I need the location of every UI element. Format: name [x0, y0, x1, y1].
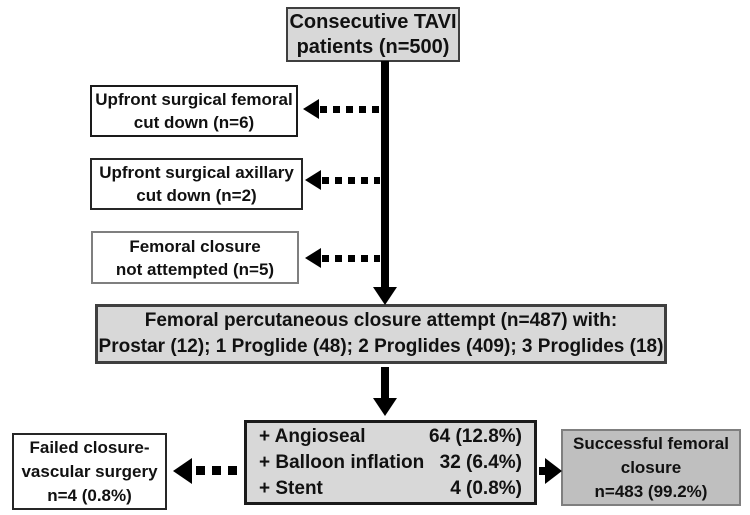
- arrow-mid-down-stem: [381, 367, 389, 400]
- box-failed-closure-vascular-surgery: Failed closure- vascular surgery n=4 (0.…: [12, 433, 167, 510]
- adjunct-row-angioseal: + Angioseal 64 (12.8%): [259, 424, 522, 450]
- box-upfront-surgical-axillary-cutdown: Upfront surgical axillary cut down (n=2): [90, 158, 303, 210]
- box-adjunctive-treatments: + Angioseal 64 (12.8%) + Balloon inflati…: [244, 420, 537, 505]
- adjunct-label: + Balloon inflation: [259, 451, 425, 473]
- box-femoral-percutaneous-closure-attempt: Femoral percutaneous closure attempt (n=…: [95, 304, 667, 364]
- arrow-dashed-to-failed-closure-head-icon: [173, 458, 192, 484]
- box-successful-femoral-closure: Successful femoral closure n=483 (99.2%): [561, 429, 741, 506]
- arrow-dashed-to-femoral-cutdown: [320, 106, 380, 113]
- arrow-dashed-to-failed-closure: [196, 466, 243, 475]
- arrow-to-success-stem: [539, 467, 548, 475]
- adjunct-value: 32 (6.4%): [439, 451, 522, 473]
- adjunct-row-balloon-inflation: + Balloon inflation 32 (6.4%): [259, 450, 522, 476]
- box-upfront-surgical-femoral-cutdown: Upfront surgical femoral cut down (n=6): [90, 85, 298, 137]
- arrow-to-success-head-icon: [545, 458, 562, 484]
- arrow-dashed-to-axillary-cutdown: [322, 177, 380, 184]
- box-consecutive-tavi-patients: Consecutive TAVI patients (n=500): [286, 7, 460, 62]
- adjunct-label: + Angioseal: [259, 425, 366, 447]
- arrow-dashed-to-not-attempted-head-icon: [305, 248, 321, 268]
- arrow-main-down-stem: [381, 61, 389, 288]
- box-femoral-closure-not-attempted: Femoral closure not attempted (n=5): [91, 231, 299, 284]
- adjunct-value: 4 (0.8%): [450, 477, 522, 499]
- adjunct-label: + Stent: [259, 477, 323, 499]
- arrow-mid-down-head-icon: [373, 398, 397, 416]
- adjunct-row-stent: + Stent 4 (0.8%): [259, 476, 522, 502]
- adjunct-value: 64 (12.8%): [429, 425, 522, 447]
- arrow-dashed-to-femoral-cutdown-head-icon: [303, 99, 319, 119]
- arrow-main-down-head-icon: [373, 287, 397, 305]
- arrow-dashed-to-not-attempted: [322, 255, 380, 262]
- arrow-dashed-to-axillary-cutdown-head-icon: [305, 170, 321, 190]
